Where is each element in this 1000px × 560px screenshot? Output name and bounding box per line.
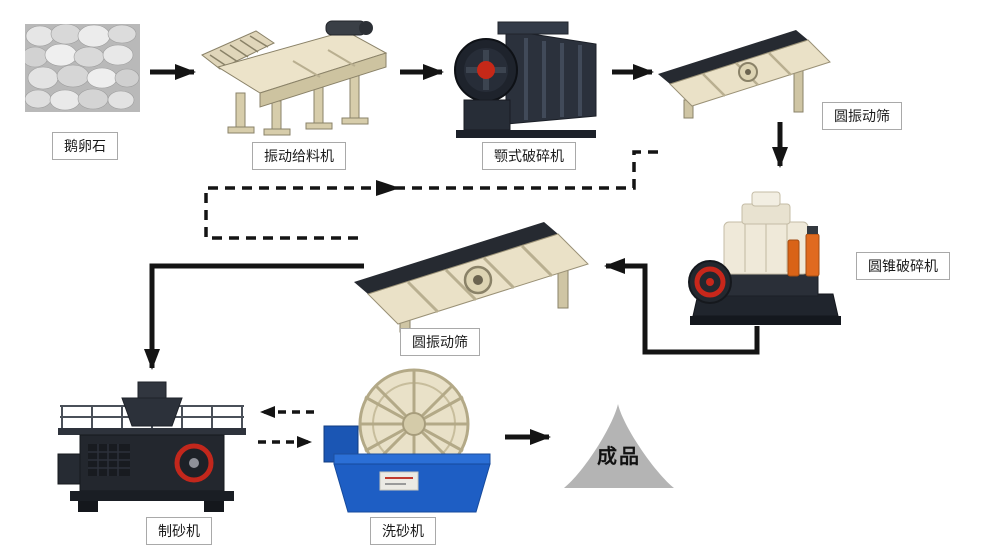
vibrating-feeder-node — [198, 15, 393, 142]
label-cone-crusher: 圆锥破碎机 — [856, 252, 950, 281]
jaw-crusher-icon — [454, 21, 597, 138]
label-sand-washer: 洗砂机 — [370, 517, 436, 546]
sand-maker-node — [52, 376, 252, 521]
sand-washer-icon — [323, 368, 491, 513]
label-sand-maker: 制砂机 — [146, 517, 212, 546]
dashed-return-arrowhead — [376, 180, 400, 196]
pebbles-node — [21, 23, 140, 117]
vibrating-feeder-icon — [201, 20, 388, 136]
label-pebbles: 鹅卵石 — [52, 132, 118, 161]
pebbles-photo-icon — [21, 23, 140, 112]
circular-vibrating-screen-icon — [658, 30, 831, 119]
dashed-two-way-arrows — [258, 406, 314, 448]
sand-making-machine-icon — [57, 381, 246, 512]
product-pile-node — [560, 398, 678, 499]
label-screen-mid: 圆振动筛 — [400, 328, 480, 357]
label-jaw-crusher: 颚式破碎机 — [482, 142, 576, 171]
sand-washer-node — [318, 366, 494, 521]
jaw-crusher-node — [448, 12, 603, 147]
circular-vibrating-screen-icon — [354, 222, 589, 333]
vibrating-screen-mid-node — [352, 210, 594, 340]
label-feeder: 振动给料机 — [252, 142, 346, 171]
label-product: 成品 — [597, 446, 641, 468]
cone-crusher-node — [688, 176, 843, 337]
cone-crusher-icon — [688, 191, 841, 325]
product-pile-icon — [564, 404, 674, 488]
vibrating-screen-top-node — [656, 22, 834, 127]
label-screen-top: 圆振动筛 — [822, 102, 902, 131]
